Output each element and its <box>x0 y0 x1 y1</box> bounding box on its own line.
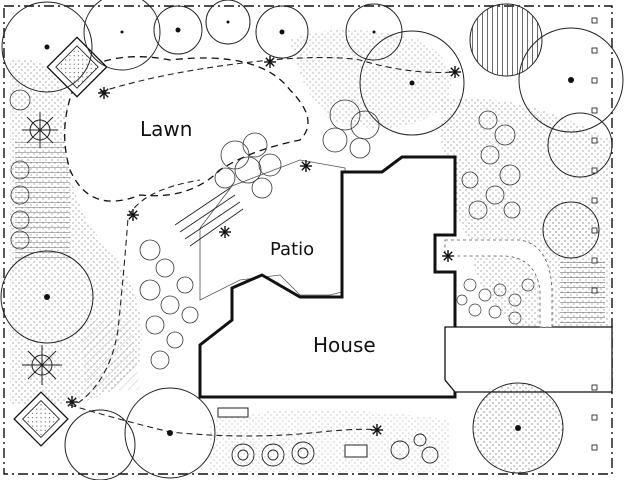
tree-north-1 <box>83 0 161 71</box>
planting-bed-south <box>210 410 450 472</box>
light-asterisk-icon <box>264 56 276 68</box>
shrub-cluster-entry <box>322 99 380 159</box>
planter-box-south <box>13 391 69 447</box>
patio-area <box>199 159 351 301</box>
tree-east-1 <box>547 112 613 178</box>
light-asterisk-icon <box>371 424 383 436</box>
shrub-cluster-west <box>139 239 199 370</box>
fence-posts-east <box>591 17 598 451</box>
garden-path-north <box>99 56 456 93</box>
tree-north-3 <box>205 0 251 45</box>
palm-west <box>22 112 58 148</box>
light-asterisk-icon <box>300 160 312 172</box>
lawn-area <box>63 56 309 202</box>
planter-box-north <box>46 36 108 98</box>
light-asterisk-icon <box>219 226 231 238</box>
palm-sw <box>22 345 62 385</box>
shrub-cluster-east <box>461 110 521 220</box>
tree-east-2 <box>542 201 600 259</box>
tree-ne <box>518 27 624 133</box>
house-footprint <box>198 155 457 399</box>
shrub-cluster-patio <box>214 132 282 199</box>
light-asterisk-icon <box>442 250 454 262</box>
walkway-east <box>444 239 553 328</box>
utility-box-2 <box>344 444 368 458</box>
tree-north-4 <box>255 5 309 59</box>
garden-path-south <box>69 404 381 437</box>
groundcover-hatch-west <box>15 140 70 260</box>
tree-north-2 <box>153 5 203 55</box>
light-asterisk-icon <box>98 87 110 99</box>
light-asterisk-icon <box>449 66 461 78</box>
shrub-row-south <box>231 433 439 467</box>
light-fixtures <box>66 56 461 436</box>
tree-se <box>472 382 564 474</box>
house-label: House <box>313 333 376 357</box>
property-boundary <box>3 5 613 475</box>
light-asterisk-icon <box>127 209 139 221</box>
groundcover-hatch-south <box>80 320 140 390</box>
utility-box-1 <box>217 407 249 418</box>
driveway <box>444 326 613 393</box>
tree-sw <box>124 387 216 479</box>
tree-ne-hatched <box>469 3 543 77</box>
tree-north-6 <box>359 30 465 136</box>
tree-south-1 <box>64 409 136 480</box>
garden-path <box>77 179 201 404</box>
patio-label: Patio <box>270 239 314 260</box>
planting-bed-north <box>290 30 452 128</box>
groundcover-hatch-east <box>560 260 605 330</box>
lawn-label: Lawn <box>140 117 192 141</box>
light-asterisk-icon <box>66 396 78 408</box>
tree-nw <box>1 1 93 93</box>
shrub-edge-west <box>9 89 31 250</box>
patio-steps <box>174 187 244 247</box>
tree-west <box>0 250 94 344</box>
shrub-cluster-driveway <box>456 278 535 325</box>
